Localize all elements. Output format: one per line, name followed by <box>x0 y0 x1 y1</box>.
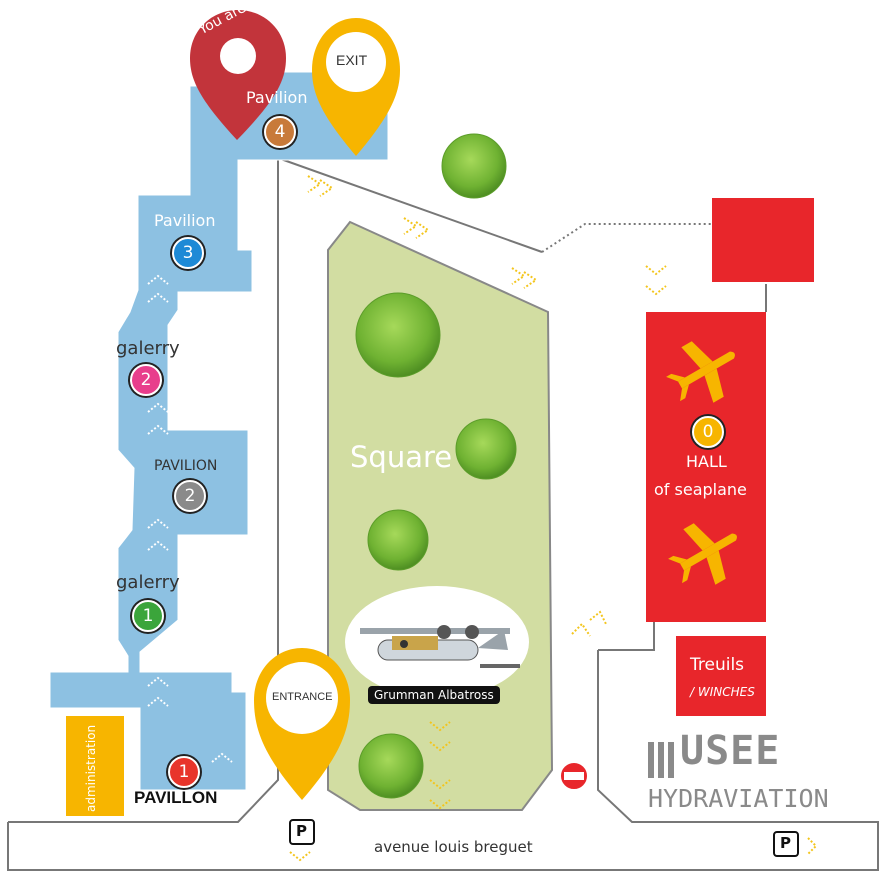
airplane-icon <box>666 341 735 403</box>
trees <box>355 133 517 799</box>
roads <box>7 157 879 871</box>
entrance-pin <box>254 648 350 800</box>
pavillon-1-label: PAVILLON <box>134 788 218 807</box>
tree <box>441 133 507 199</box>
exit-pin <box>312 18 400 156</box>
treuils-building <box>676 636 766 716</box>
pavilion-4-number: 4 <box>264 116 296 148</box>
entrance-label: ENTRANCE <box>272 691 333 703</box>
parking-label: P <box>780 834 791 852</box>
street-name: avenue louis breguet <box>374 838 533 856</box>
building-path-arrows <box>147 274 233 763</box>
parking-sign-box <box>289 819 315 845</box>
galerry-2-number: 2 <box>130 364 162 396</box>
pavilion-3-label: Pavilion <box>154 211 216 230</box>
no-entry-icon <box>559 761 589 791</box>
aircraft-caption: Grumman Albatross <box>368 686 500 704</box>
logo-waves <box>648 742 674 778</box>
logo-line1: USEE <box>680 728 781 774</box>
hall-label-line1: HALL <box>686 452 727 471</box>
winches-label: / WINCHES <box>690 685 755 699</box>
airplane-icon <box>668 523 737 585</box>
pavilion-2-number: 2 <box>174 480 206 512</box>
pavilion-3-number: 3 <box>172 237 204 269</box>
hall-label-line2: of seaplane <box>654 480 747 499</box>
pavilion-4-label: Pavilion <box>246 88 308 107</box>
square-area <box>327 220 554 811</box>
administration-building <box>66 716 124 816</box>
pavillon-1-number: 1 <box>168 756 200 788</box>
parking-sign-box <box>773 831 799 857</box>
you-are-here-pin <box>190 10 286 140</box>
path-arrows <box>289 175 818 862</box>
galerry-1-label: galerry <box>116 572 180 593</box>
tree <box>358 733 424 799</box>
logo-line2: HYDRAVIATION <box>648 784 829 813</box>
galerry-2-label: galerry <box>116 338 180 359</box>
tree <box>367 509 429 571</box>
pavilion-2-label: PAVILION <box>154 458 218 474</box>
hall-annex <box>712 198 814 282</box>
parking-label: P <box>296 822 307 840</box>
exit-label: EXIT <box>336 52 368 68</box>
hall-number: 0 <box>692 416 724 448</box>
square-label: Square <box>350 440 453 474</box>
tree <box>455 418 517 480</box>
tree <box>355 292 441 378</box>
seaplane-image <box>360 625 520 668</box>
treuils-label: Treuils <box>690 655 745 675</box>
galerry-1-number: 1 <box>132 600 164 632</box>
administration-label: administration <box>84 724 98 812</box>
